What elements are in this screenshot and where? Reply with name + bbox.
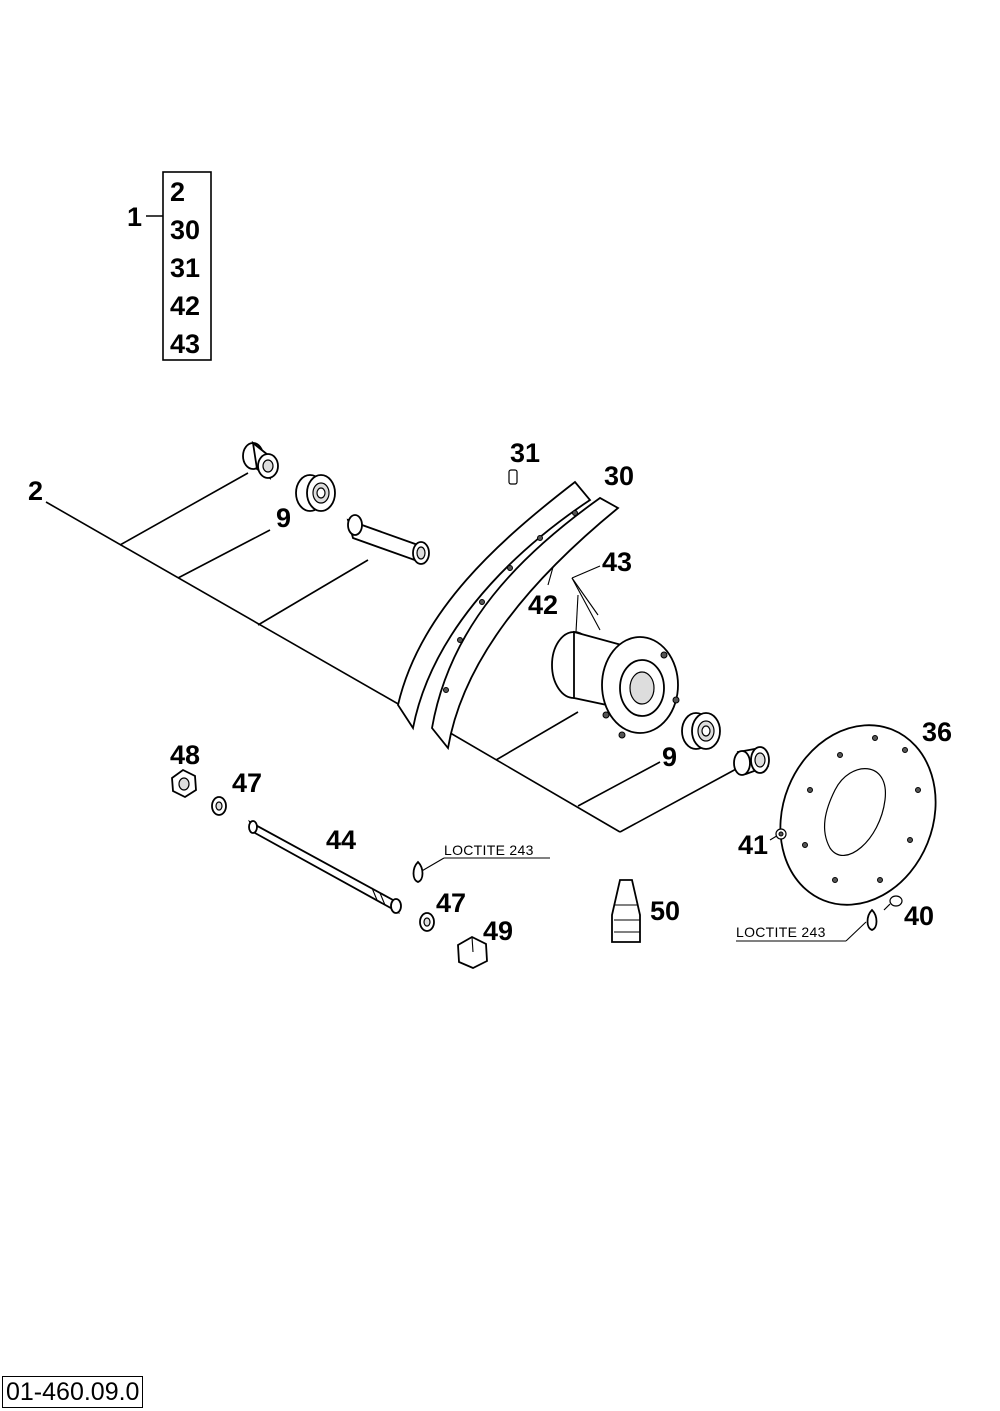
- part-label-49: 49: [483, 916, 513, 946]
- assembly-member: 30: [170, 215, 200, 245]
- part-label-44: 44: [326, 825, 356, 855]
- tube-50-drawing: [611, 879, 641, 943]
- disc-screw-drawing: [883, 895, 903, 911]
- part-label-31: 31: [510, 438, 540, 468]
- assembly-member-box: [162, 171, 212, 361]
- nut-48-drawing: [171, 768, 197, 799]
- spacer-top-drawing: [242, 440, 279, 480]
- drawing-number: 01-460.09.0: [2, 1376, 144, 1408]
- part-label-40: 40: [904, 901, 934, 931]
- loctite-drop-axle: [412, 860, 424, 883]
- washer-47-bottom-drawing: [419, 912, 435, 932]
- part-label-36: 36: [922, 717, 952, 747]
- part-label-9: 9: [662, 742, 677, 772]
- loctite-note-disc: LOCTITE 243: [736, 924, 826, 940]
- part-label-42: 42: [528, 590, 558, 620]
- loctite-drop-disc: [866, 908, 878, 931]
- brake-disc-drawing: [779, 724, 937, 906]
- disc-washer-drawing: [775, 828, 787, 840]
- nut-49-drawing: [457, 935, 488, 969]
- assembly-label: 1: [127, 202, 142, 232]
- bearing-top-drawing: [295, 474, 336, 512]
- axle-drawing: [248, 819, 402, 915]
- spoke-nipple-drawing: [508, 469, 518, 485]
- part-label-43: 43: [602, 547, 632, 577]
- rim-drawing: [397, 480, 620, 751]
- hub-drawing: [551, 630, 680, 739]
- leader-lines: [45, 472, 867, 942]
- washer-47-top-drawing: [211, 796, 227, 816]
- assembly-group: 1 2 30 31 42 43: [127, 171, 212, 361]
- assembly-member: 42: [170, 291, 200, 321]
- assembly-member: 31: [170, 253, 200, 283]
- part-label-41: 41: [738, 830, 768, 860]
- assembly-member: 43: [170, 329, 200, 359]
- part-label-30: 30: [604, 461, 634, 491]
- part-label-50: 50: [650, 896, 680, 926]
- bearing-bottom-drawing: [681, 712, 721, 750]
- spacer-tube-drawing: [346, 514, 430, 565]
- assembly-member: 2: [170, 177, 185, 207]
- part-callouts: 2 9 31 30 43 42 9 36 48 47 44 41 47 49 5…: [28, 438, 952, 946]
- spacer-bottom-drawing: [733, 746, 770, 776]
- part-label-2: 2: [28, 476, 43, 506]
- part-label-47: 47: [232, 768, 262, 798]
- part-label-47: 47: [436, 888, 466, 918]
- loctite-note-axle: LOCTITE 243: [444, 842, 534, 858]
- part-label-9: 9: [276, 503, 291, 533]
- part-label-48: 48: [170, 740, 200, 770]
